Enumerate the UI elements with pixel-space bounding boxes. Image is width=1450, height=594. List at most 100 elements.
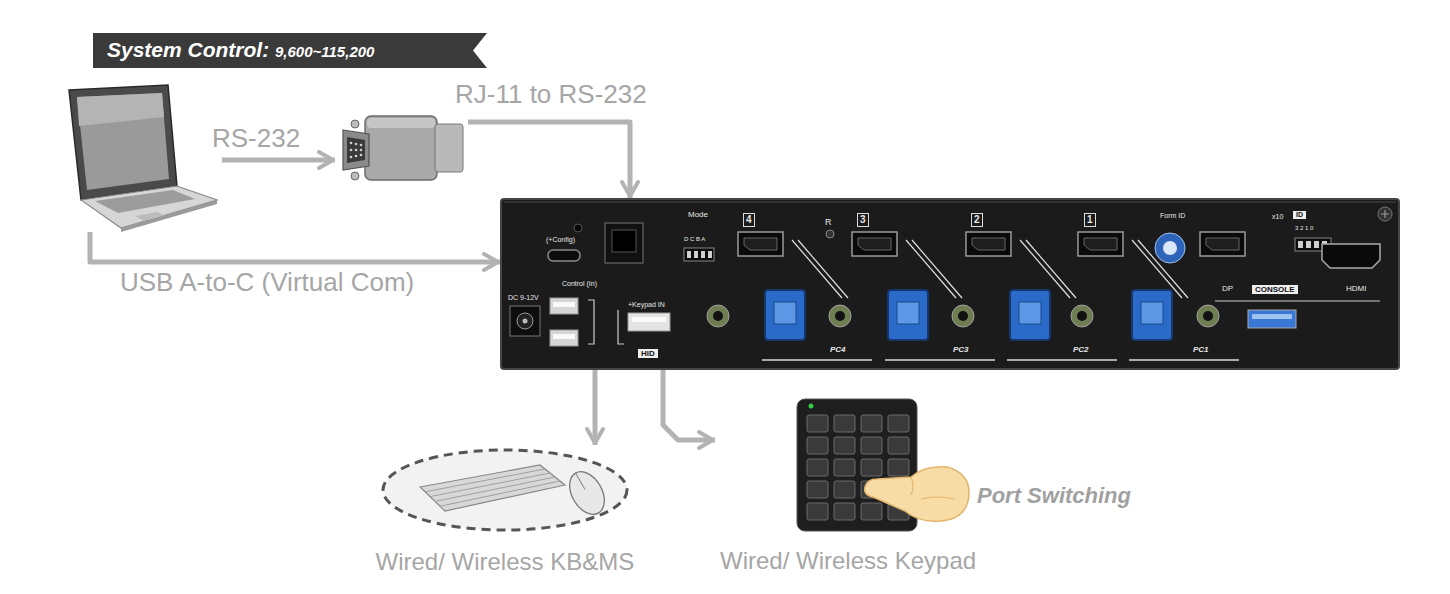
panel-marking: 1 [1084, 213, 1096, 227]
keypad-key [861, 437, 882, 454]
audio-jack-hole [1077, 311, 1087, 321]
keypad-key [807, 437, 828, 454]
panel-marking: CONSOLE [1252, 285, 1298, 294]
usb-a-port [550, 298, 578, 314]
usb-b-port [1132, 290, 1172, 340]
panel-marking: Mode [688, 210, 708, 219]
id-lever [1314, 241, 1319, 248]
db9-pin [360, 149, 363, 152]
illustration [335, 110, 468, 192]
ground-screw [1378, 207, 1392, 221]
dc-jack-socket [517, 313, 533, 329]
usb-b-socket [774, 302, 796, 324]
keyboard-key-row [440, 481, 560, 506]
thumb-screw [351, 120, 359, 128]
panel-marking: PC1 [1193, 345, 1209, 354]
keypad-key [807, 415, 828, 432]
audio-jack [1197, 305, 1219, 327]
dip-lever [694, 251, 698, 258]
usb-b-port [1010, 290, 1050, 340]
audio-jack-hole [835, 311, 845, 321]
signal-arrow [663, 370, 715, 440]
dc-jack [510, 306, 540, 336]
illustration [65, 82, 222, 232]
audio-jack [707, 305, 729, 327]
pc-underline [762, 359, 872, 361]
panel-marking: PC2 [1073, 345, 1089, 354]
panel-marking: 3 2 1 0 [1295, 225, 1313, 232]
panel-marking: 4 [743, 213, 755, 227]
keypad-key [888, 437, 909, 454]
mouse [563, 466, 612, 521]
keypad-key [888, 415, 909, 432]
usb-a-tongue [553, 334, 575, 339]
panel-marking: R [825, 217, 832, 227]
db9-pin [355, 149, 358, 152]
audio-jack [1071, 305, 1093, 327]
rj11-opening [612, 230, 636, 252]
keyboard-mouse-group: Wired/ Wireless KB&MS [365, 445, 645, 580]
db9-pin [350, 142, 353, 145]
audio-jack [829, 305, 851, 327]
keypad-body [797, 399, 917, 531]
config-hole [574, 224, 582, 232]
audio-jack-hole [1203, 311, 1213, 321]
panel-marking: (+Config) [546, 236, 575, 244]
keyboard-key-row [435, 477, 555, 501]
pc-underline [1129, 359, 1239, 361]
displayport-port [852, 232, 897, 256]
mode-switch [684, 248, 714, 261]
hand [865, 467, 969, 522]
dip-lever [708, 251, 712, 258]
panel-marking: 3 [857, 213, 869, 227]
hid-bracket [588, 300, 624, 344]
usb-a-tongue [632, 317, 666, 322]
displayport-socket [744, 238, 777, 250]
adapter-housing [365, 116, 437, 180]
keypad-key [807, 481, 828, 498]
db9-pin [355, 143, 358, 146]
kvm-switch-rear-panel: (+Config)Control (In)ModeD C B A4R321For… [500, 198, 1400, 370]
banner-ribbon [93, 33, 487, 68]
laptop-keyboard [95, 190, 195, 213]
usb-b-socket [1141, 302, 1163, 324]
keypad: Wired/ Wireless Keypad Port Switching [715, 395, 1160, 580]
hand-finger-line [911, 477, 955, 499]
db9-pin [350, 149, 353, 152]
id-lever [1306, 241, 1311, 248]
keypad-key [861, 459, 882, 476]
panel-marking: ID [1293, 211, 1306, 219]
id-lever [1298, 241, 1303, 248]
banner: System Control:9,600~115,200 [93, 33, 487, 68]
dashed-group-outline [383, 450, 627, 530]
pc-underline [1007, 359, 1117, 361]
adapter-ridge [367, 118, 435, 128]
displayport-socket [1084, 238, 1117, 250]
usb-c-port [548, 250, 580, 261]
db9-pin [360, 144, 363, 147]
laptop-front-edge [121, 200, 217, 232]
db9-pin [350, 156, 353, 159]
usb-b-port [888, 290, 928, 340]
action-caption: Port Switching [977, 483, 1131, 508]
keypad-key [807, 503, 828, 520]
device-caption: Wired/ Wireless Keypad [720, 547, 976, 575]
panel-marking: D C B A [684, 236, 705, 243]
displayport-socket [858, 238, 891, 250]
audio-jack [952, 305, 974, 327]
keypad-key [834, 481, 855, 498]
laptop-screen [77, 93, 169, 190]
dip-lever [687, 251, 691, 258]
signal-arrow [468, 122, 630, 198]
baud-rate: 9,600~115,200 [275, 43, 374, 60]
keyboard-key-row [430, 473, 550, 497]
dip-lever [701, 251, 705, 258]
displayport-port [738, 232, 783, 256]
panel-marking: PC3 [953, 345, 969, 354]
form-id-dial-center [1163, 241, 1177, 255]
keypad-key [834, 415, 855, 432]
keypad-key [834, 503, 855, 520]
laptop [65, 82, 222, 232]
panel-marking: x10 [1272, 213, 1283, 221]
